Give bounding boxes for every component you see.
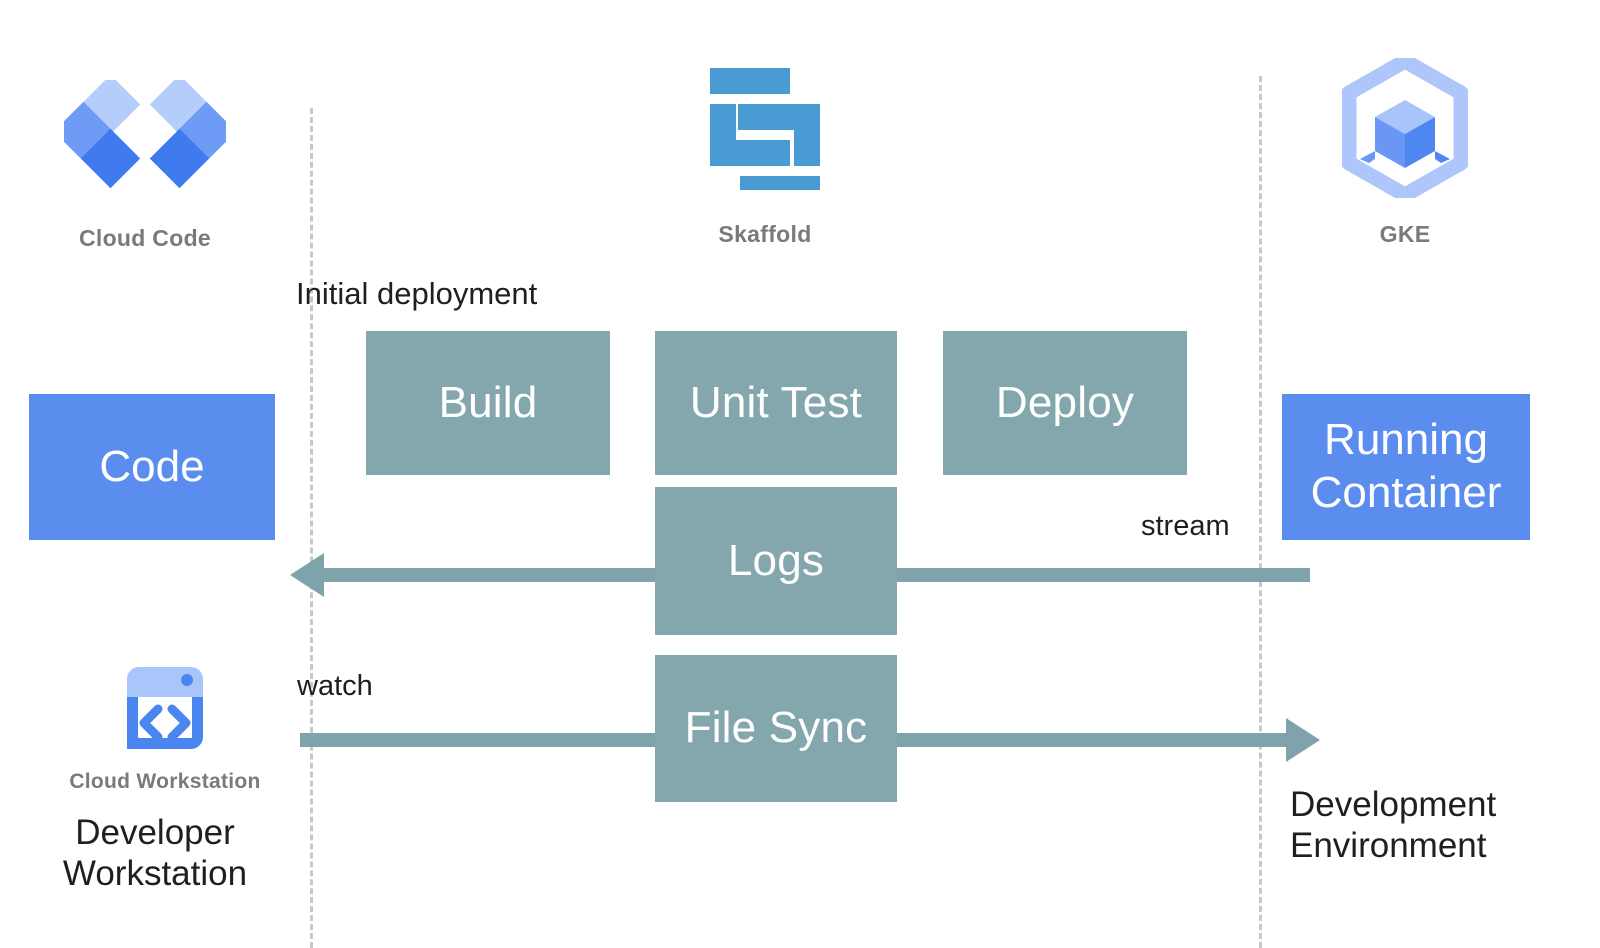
skaffold-s-blocks-icon [706, 66, 824, 202]
flow-label-initial-deployment: Initial deployment [296, 276, 538, 311]
product-caption-gke: GKE [1379, 221, 1431, 247]
flow-label-watch: watch [297, 670, 373, 702]
product-caption-cloud-code: Cloud Code [78, 225, 212, 251]
product-caption-cloud-workstation: Cloud Workstation [69, 770, 261, 793]
product-cloud-workstation: Cloud Workstation [45, 665, 285, 794]
product-gke: GKE [1290, 53, 1520, 248]
boundary-line-right [1259, 76, 1262, 948]
stage-box-build[interactable]: Build [366, 331, 610, 475]
boundary-line-left [310, 108, 313, 948]
stage-box-file-sync[interactable]: File Sync [655, 655, 897, 802]
environment-caption-developer-workstation: Developer Workstation [62, 813, 248, 894]
gke-hexagon-cube-icon [1341, 53, 1469, 203]
product-cloud-code: Cloud Code [40, 74, 250, 252]
cloud-code-diamonds-icon [53, 74, 237, 203]
stage-box-unit-test[interactable]: Unit Test [655, 331, 897, 475]
endpoint-box-running-container[interactable]: Running Container [1282, 394, 1530, 540]
product-skaffold: Skaffold [655, 66, 875, 248]
stage-box-deploy[interactable]: Deploy [943, 331, 1187, 475]
product-caption-skaffold: Skaffold [718, 221, 812, 247]
flow-label-stream: stream [1141, 510, 1230, 542]
stage-box-logs[interactable]: Logs [655, 487, 897, 635]
endpoint-box-code[interactable]: Code [29, 394, 275, 540]
environment-caption-development-environment: Development Environment [1290, 785, 1497, 866]
cloud-workstation-code-window-icon [117, 665, 213, 760]
